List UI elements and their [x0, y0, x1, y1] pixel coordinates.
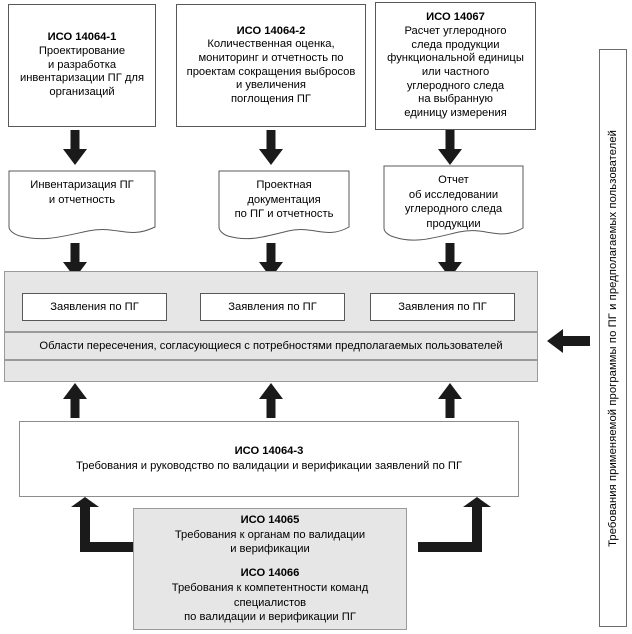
arrow-elbow-left-bodies-to-validation — [58, 497, 144, 563]
standard-line: Проектирование — [38, 45, 126, 58]
claims-panel-bottom-band — [4, 360, 538, 382]
document-line: об исследовании — [408, 188, 499, 201]
bodies-group-iso-14065: ИСО 14065 Требования к органам по валида… — [175, 513, 365, 557]
claim-box-1: Заявления по ПГ — [22, 293, 167, 321]
document-line: Инвентаризация ПГ — [30, 179, 134, 191]
standard-line: единицу измерения — [404, 106, 507, 119]
document-line: по ПГ и отчетность — [234, 208, 334, 221]
arrow-elbow-right-bodies-to-validation — [418, 497, 504, 563]
programme-requirements-label: Требования применяемой программы по ПГ и… — [607, 129, 619, 547]
standard-line: проектам сокращения выбросов — [186, 65, 356, 78]
standard-box-iso-14067: ИСО 14067 Расчет углеродного следа проду… — [375, 2, 536, 130]
standard-box-iso-14064-1: ИСО 14064-1 Проектирование и разработка … — [8, 4, 156, 127]
validation-verification-box-iso-14064-3: ИСО 14064-3 Требования и руководство по … — [19, 421, 519, 497]
claim-box-2: Заявления по ПГ — [200, 293, 345, 321]
standard-code: ИСО 14064-2 — [236, 24, 306, 37]
document-project-documentation: Проектная документация по ПГ и отчетност… — [218, 170, 350, 242]
arrow-down-standard-2-to-doc-2 — [258, 130, 284, 166]
bodies-line: Требования к органам по валидации — [174, 528, 366, 541]
standard-line: и увеличения — [236, 79, 306, 92]
document-ghg-inventory-report: Инвентаризация ПГ и отчетность — [8, 170, 156, 242]
arrow-left-programme-to-claims-panel — [546, 328, 591, 354]
document-line: и отчетность — [48, 193, 116, 206]
standard-box-iso-14064-2: ИСО 14064-2 Количественная оценка, монит… — [176, 4, 366, 127]
standard-line: следа продукции — [411, 38, 500, 51]
standard-line: инвентаризации ПГ для — [19, 72, 145, 85]
bodies-line: Требования к компетентности команд — [171, 581, 369, 594]
bodies-line: специалистов — [233, 596, 307, 609]
arrow-down-doc-3-to-claim-3 — [437, 243, 463, 279]
arrow-up-validation-to-claim-3 — [437, 382, 463, 418]
bodies-code: ИСО 14066 — [240, 567, 300, 580]
bodies-code: ИСО 14065 — [240, 513, 300, 526]
claim-label: Заявления по ПГ — [50, 301, 139, 313]
claim-label: Заявления по ПГ — [228, 301, 317, 313]
standard-line: Расчет углеродного — [404, 25, 507, 38]
bodies-line: и верификации — [230, 543, 310, 556]
bodies-competence-box: ИСО 14065 Требования к органам по валида… — [133, 508, 407, 630]
standard-line: поглощения ПГ — [231, 92, 311, 105]
standard-line: Количественная оценка, — [207, 38, 335, 51]
standard-line: функциональной единицы — [387, 52, 524, 65]
standard-code: ИСО 14067 — [426, 11, 485, 24]
intersection-areas-label: Области пересечения, согласующиеся с пот… — [39, 340, 503, 352]
arrow-up-validation-to-claim-1 — [62, 382, 88, 418]
intersection-areas-strip: Области пересечения, согласующиеся с пот… — [4, 332, 538, 360]
standard-line: или частного — [421, 66, 490, 78]
document-line: Проектная — [256, 179, 312, 191]
document-line: продукции — [426, 217, 481, 230]
standard-line: организаций — [49, 85, 115, 98]
document-line: Отчет — [438, 174, 469, 186]
arrow-down-doc-2-to-claim-2 — [258, 243, 284, 279]
standard-code: ИСО 14064-1 — [47, 31, 117, 44]
document-line: углеродного следа — [404, 203, 503, 216]
programme-requirements-bar: Требования применяемой программы по ПГ и… — [599, 49, 627, 627]
validation-description: Требования и руководство по валидации и … — [75, 460, 463, 472]
arrow-up-validation-to-claim-2 — [258, 382, 284, 418]
document-carbon-footprint-study-report: Отчет об исследовании углеродного следа … — [383, 165, 524, 245]
arrow-down-doc-1-to-claim-1 — [62, 243, 88, 279]
standard-line: углеродного следа — [406, 79, 505, 92]
validation-code: ИСО 14064-3 — [234, 444, 304, 457]
arrow-down-standard-1-to-doc-1 — [62, 130, 88, 166]
standard-line: мониторинг и отчетность по — [198, 51, 344, 64]
bodies-line: по валидации и верификации ПГ — [184, 611, 356, 624]
bodies-group-iso-14066: ИСО 14066 Требования к компетентности ко… — [172, 566, 369, 625]
document-line: документация — [247, 193, 321, 206]
arrow-down-standard-3-to-doc-3 — [437, 130, 463, 166]
standard-line: на выбранную — [418, 93, 493, 106]
standard-line: и разработка — [47, 58, 117, 71]
claim-label: Заявления по ПГ — [398, 301, 487, 313]
claim-box-3: Заявления по ПГ — [370, 293, 515, 321]
